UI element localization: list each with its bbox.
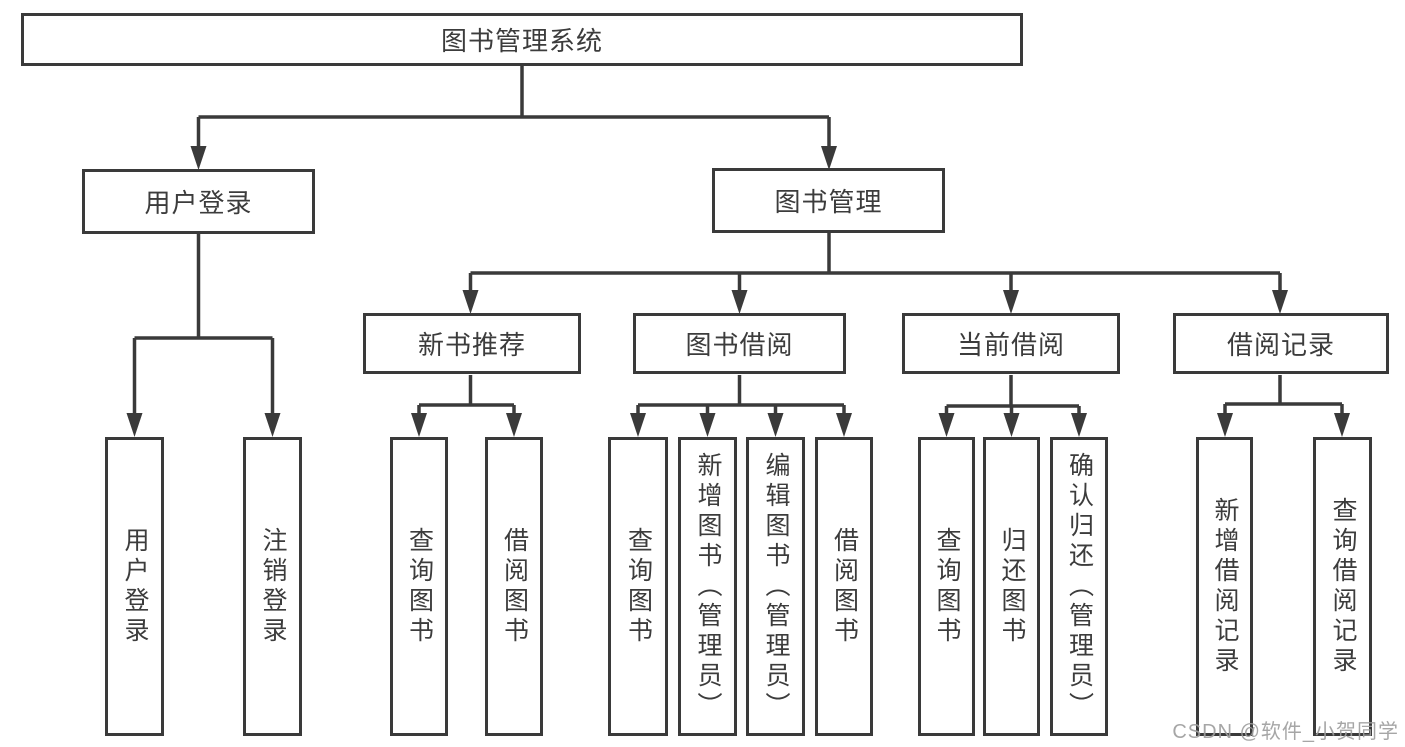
arrow-down-icon	[190, 146, 207, 170]
connector-current-borrowing-to-leaves	[944, 375, 1081, 418]
arrow-down-icon	[1272, 290, 1288, 314]
node-leaf-user-login: 用户登录	[105, 437, 164, 736]
csdn-watermark: CSDN @软件_小贺同学	[1172, 721, 1399, 743]
node-leaf-logout: 注销登录	[243, 437, 302, 736]
node-label: 当前借阅	[956, 330, 1065, 360]
connector-borrowing-records-to-leaves	[1223, 375, 1344, 418]
node-user-login: 用户登录	[82, 169, 315, 234]
node-leaf-query-books-recommend: 查询图书	[390, 437, 448, 736]
node-leaf-borrow-books: 借阅图书	[815, 437, 873, 736]
arrow-down-icon	[1071, 413, 1087, 437]
arrow-down-icon	[1003, 290, 1019, 314]
node-leaf-query-books-borrowing: 查询图书	[608, 437, 668, 736]
node-label: 借阅记录	[1226, 330, 1335, 360]
node-leaf-edit-books-admin: 编辑图书（管理员）	[746, 437, 805, 736]
connector-book-borrowing-to-leaves	[636, 375, 846, 418]
node-label: 查询借阅记录	[1329, 496, 1357, 677]
node-label: 新增图书（管理员）	[694, 451, 722, 722]
node-current-borrowing: 当前借阅	[902, 313, 1120, 374]
node-leaf-borrow-books-recommend: 借阅图书	[485, 437, 543, 736]
connector-book-management-to-level3	[468, 233, 1282, 295]
node-label: 借阅图书	[830, 526, 859, 647]
node-label: 用户登录	[121, 526, 149, 647]
node-label: 查询图书	[624, 526, 653, 647]
node-borrowing-records: 借阅记录	[1173, 313, 1389, 374]
node-book-management: 图书管理	[712, 168, 945, 233]
node-label: 借阅图书	[500, 526, 529, 647]
node-label: 图书管理系统	[440, 26, 603, 56]
arrow-down-icon	[821, 146, 837, 170]
node-leaf-add-borrow-record: 新增借阅记录	[1196, 437, 1253, 736]
node-book-borrowing: 图书借阅	[633, 313, 846, 374]
node-label: 确认归还（管理员）	[1065, 451, 1094, 722]
node-leaf-query-borrow-record: 查询借阅记录	[1313, 437, 1372, 736]
arrow-down-icon	[126, 413, 143, 437]
node-label: 编辑图书（管理员）	[762, 451, 790, 722]
node-label: 归还图书	[998, 526, 1026, 647]
connector-root-to-level2	[196, 64, 831, 150]
node-label: 新书推荐	[417, 330, 526, 360]
node-leaf-confirm-return-admin: 确认归还（管理员）	[1050, 437, 1108, 736]
node-label: 图书借阅	[685, 330, 794, 360]
node-label: 用户登录	[144, 188, 253, 218]
arrow-down-icon	[699, 413, 716, 437]
arrow-down-icon	[462, 290, 479, 314]
arrow-down-icon	[1334, 413, 1350, 437]
connector-user-login-to-leaves	[132, 233, 275, 418]
node-library-system: 图书管理系统	[21, 13, 1023, 66]
arrow-down-icon	[767, 413, 784, 437]
arrow-down-icon	[264, 413, 281, 437]
node-label: 查询图书	[933, 526, 961, 647]
arrow-down-icon	[836, 413, 852, 437]
node-leaf-add-books-admin: 新增图书（管理员）	[678, 437, 737, 736]
node-label: 注销登录	[259, 526, 287, 647]
node-new-book-recommendation: 新书推荐	[363, 313, 581, 374]
arrow-down-icon	[1217, 413, 1233, 437]
arrow-down-icon	[731, 290, 748, 314]
arrow-down-icon	[630, 413, 646, 437]
arrow-down-icon	[938, 413, 955, 437]
node-leaf-query-books-current: 查询图书	[918, 437, 975, 736]
node-label: 查询图书	[405, 526, 434, 647]
connector-new-book-to-leaves	[417, 375, 516, 418]
node-label: 图书管理	[774, 187, 883, 217]
node-leaf-return-books: 归还图书	[983, 437, 1040, 736]
node-label: 新增借阅记录	[1211, 496, 1239, 677]
arrow-down-icon	[506, 413, 522, 437]
arrow-down-icon	[1003, 413, 1020, 437]
arrow-down-icon	[411, 413, 427, 437]
